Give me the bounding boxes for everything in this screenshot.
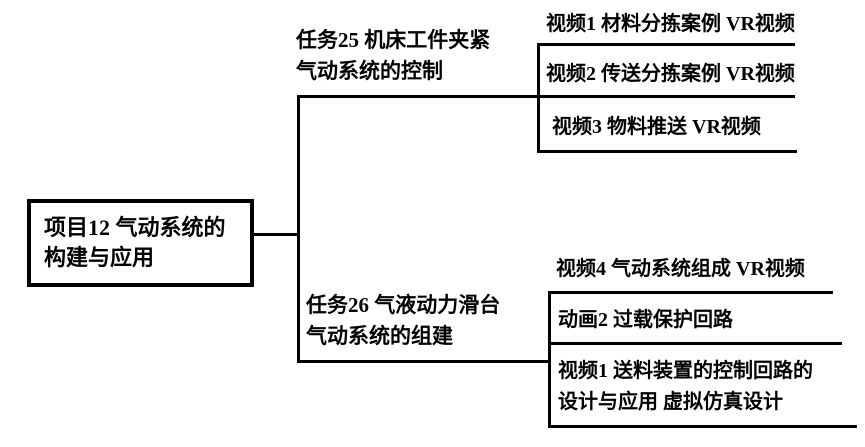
resource-anim2-overload-protection: 动画2 过载保护回路 — [558, 309, 733, 331]
task25-label-line1: 任务25 机床工件夹紧 — [296, 28, 491, 52]
task26-label-line2: 气动系统的组建 — [306, 324, 453, 348]
resource-video3-material-pushing: 视频3 物料推送 VR视频 — [552, 116, 761, 138]
task26-label-line1: 任务26 气液动力滑台 — [306, 293, 501, 317]
resource-video1-material-sorting: 视频1 材料分拣案例 VR视频 — [546, 13, 795, 35]
root-node-line1: 项目12 气动系统的 — [44, 215, 226, 240]
fork2-row1-underline — [548, 291, 833, 294]
fork2-row3-underline — [548, 425, 857, 428]
resource-video1-feeder-control-line1: 视频1 送料装置的控制回路的 — [558, 360, 813, 382]
task25-label: 任务25 机床工件夹紧 气动系统的控制 — [296, 25, 490, 87]
fork1-row1-underline — [537, 43, 795, 46]
branch-task25-line — [297, 95, 795, 98]
trunk-vertical-line — [297, 95, 300, 363]
task26-label: 任务26 气液动力滑台 气动系统的组建 — [306, 290, 500, 352]
resource-video4-pneumatic-system: 视频4 气动系统组成 VR视频 — [556, 258, 805, 280]
resource-video1-feeder-control: 视频1 送料装置的控制回路的 设计与应用 虚拟仿真设计 — [558, 356, 813, 418]
root-node-line2: 构建与应用 — [44, 245, 155, 270]
fork2-vertical-line — [548, 291, 551, 428]
root-node-project12: 项目12 气动系统的 构建与应用 — [27, 199, 254, 287]
branch-task26-line — [297, 360, 551, 363]
fork1-vertical-line — [537, 43, 540, 153]
task25-label-line2: 气动系统的控制 — [296, 59, 443, 83]
fork2-row2-underline — [548, 342, 842, 345]
resource-video1-feeder-control-line2: 设计与应用 虚拟仿真设计 — [558, 391, 783, 413]
connector-root-to-trunk — [254, 233, 298, 236]
resource-video2-conveyor-sorting: 视频2 传送分拣案例 VR视频 — [546, 63, 795, 85]
fork1-row3-underline — [537, 150, 797, 153]
